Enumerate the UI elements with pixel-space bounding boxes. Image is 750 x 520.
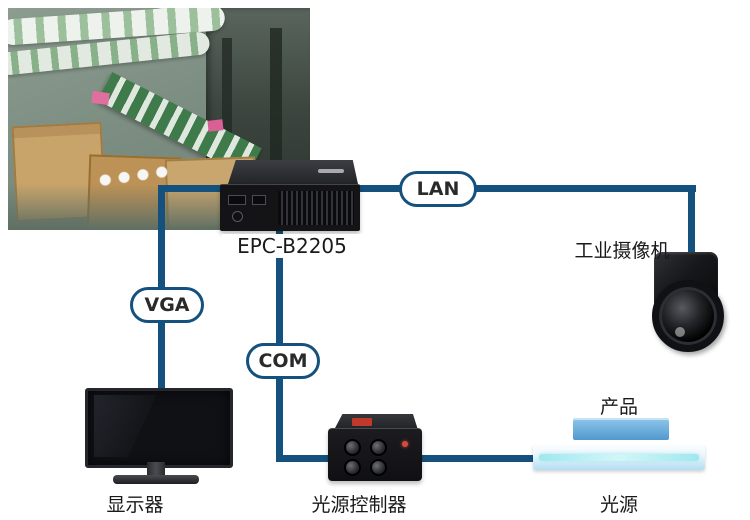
vga-line-horizontal (158, 185, 230, 192)
lan-line-vertical (688, 185, 695, 257)
product-label: 产品 (599, 396, 638, 418)
monitor-device (85, 388, 233, 486)
vga-connection-badge: VGA (130, 287, 204, 323)
monitor-stand-neck (147, 462, 165, 476)
camera-label: 工业摄像机 (574, 240, 670, 262)
camera-lens (652, 280, 724, 352)
industrial-camera (650, 252, 724, 352)
controller-red-badge (352, 418, 372, 426)
monitor-stand-base (113, 475, 199, 484)
product-bar (573, 418, 669, 440)
light-tube (539, 454, 699, 461)
controller-knob-2 (370, 439, 387, 456)
light-controller-device (328, 414, 422, 481)
epc-round-connector (232, 211, 243, 222)
photo-machine-column-2 (270, 28, 282, 178)
epc-device-label: EPC-B2205 (222, 234, 362, 258)
controller-knob-3 (344, 459, 361, 476)
epc-device (220, 158, 360, 231)
com-connection-badge: COM (246, 343, 320, 379)
com-line-horizontal (276, 455, 346, 462)
controller-knob-4 (370, 459, 387, 476)
photo-pink-tag-2 (207, 119, 224, 132)
epc-top-face (228, 160, 358, 184)
light-source-panel (533, 444, 705, 470)
epc-port-1 (228, 195, 246, 205)
controller-power-led (402, 441, 408, 447)
epc-logo-strip (318, 169, 344, 173)
photo-pink-tag-1 (91, 90, 110, 106)
controller-knob-1 (344, 439, 361, 456)
epc-port-2 (252, 195, 266, 205)
epc-io-ports (228, 193, 276, 223)
photo-machine-column (222, 38, 232, 178)
camera-lens-glint (675, 327, 685, 337)
controller-top-face (334, 414, 418, 430)
controller-to-light-line (420, 455, 538, 462)
light-source-group: 产品 (533, 392, 705, 472)
epc-vent-grille (278, 191, 354, 225)
lan-line-horizontal (352, 185, 696, 192)
controller-front-face (328, 428, 422, 481)
light-source-label: 光源 (599, 494, 638, 516)
monitor-screen (85, 388, 233, 468)
monitor-label: 显示器 (106, 494, 164, 516)
controller-label: 光源控制器 (311, 494, 407, 516)
epc-front-face (220, 184, 360, 231)
monitor-screen-sheen (94, 395, 220, 457)
lan-connection-badge: LAN (399, 171, 477, 207)
